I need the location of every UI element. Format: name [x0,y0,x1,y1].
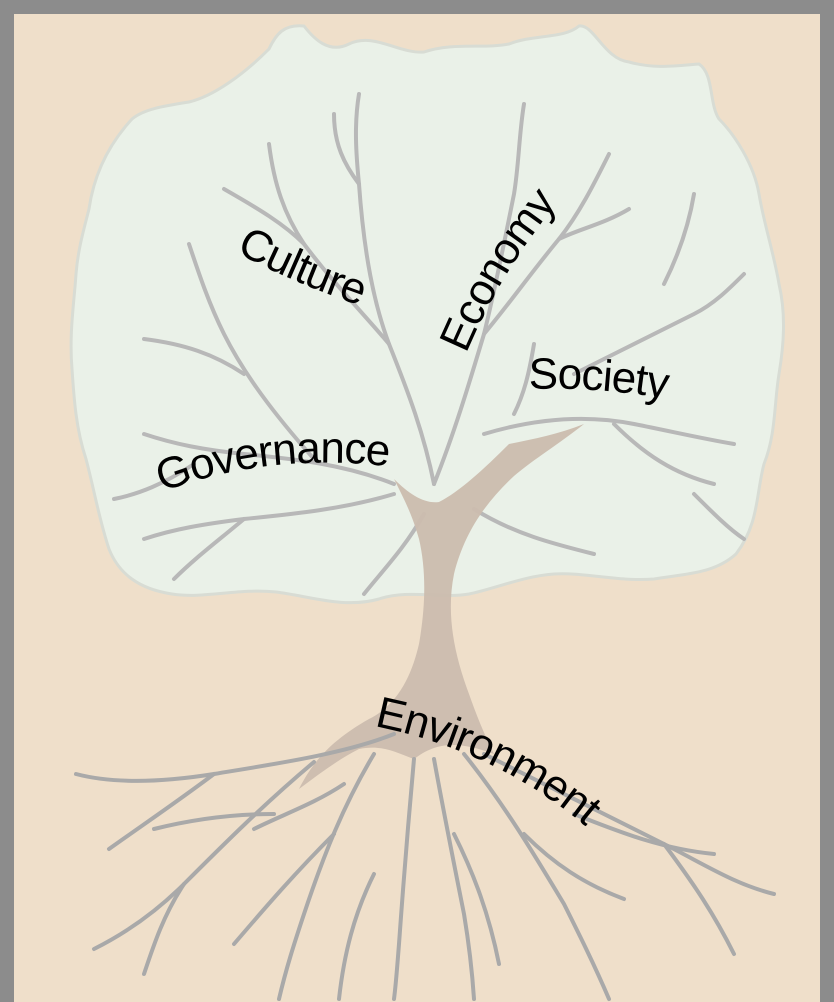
diagram-frame: Culture Economy Society Governance Envir… [14,14,820,1002]
tree-canopy [69,24,785,605]
tree-trunk [299,424,584,789]
tree-branches [112,92,746,596]
tree-roots [74,732,776,1001]
tree-illustration: Culture Economy Society Governance Envir… [69,24,785,1001]
